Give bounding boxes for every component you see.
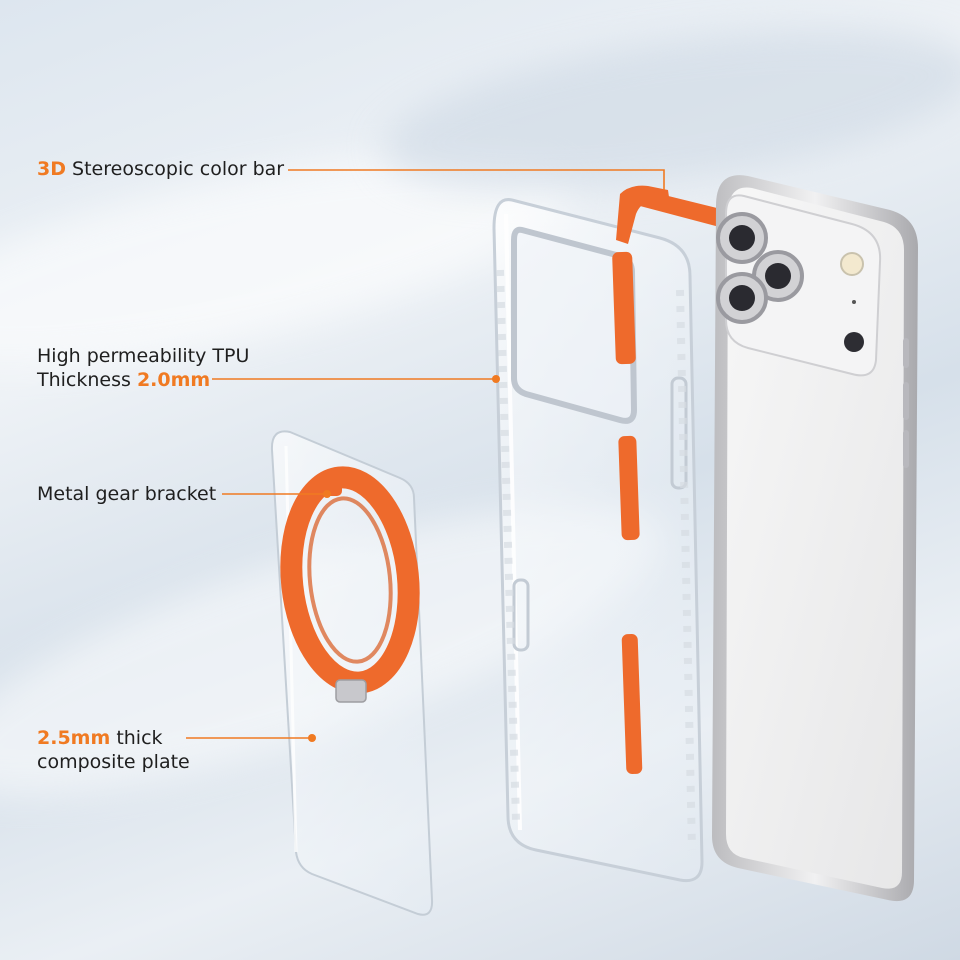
color-bar-text: Stereoscopic color bar [72,158,285,180]
bracket-callout-dot [323,490,331,498]
plate-callout: 2.5mm thick composite plate [37,726,190,774]
tpu-thickness-label: Thickness [37,369,131,391]
bracket-text: Metal gear bracket [37,483,217,505]
tpu-callout: High permeability TPU Thickness 2.0mm [37,344,249,392]
bracket-callout: Metal gear bracket [37,482,216,506]
color-bar-callout: 3D Stereoscopic color bar [37,157,284,181]
plate-line-1: 2.5mm thick [37,726,190,750]
color-bar-leader-line [288,169,665,190]
metal-gear-bracket [280,466,420,703]
plate-line-2: composite plate [37,751,190,773]
plate-thick-word: thick [116,727,163,749]
clear-tpu-case [492,198,704,883]
tpu-line-2: Thickness 2.0mm [37,368,249,392]
callout-lines [186,169,665,739]
plate-callout-dot [308,734,316,742]
color-bar-accent: 3D [37,158,66,180]
tpu-line-1: High permeability TPU [37,345,250,367]
phone [712,175,918,902]
callout-dots [308,375,500,742]
tpu-thickness-value: 2.0mm [136,369,211,391]
plate-thickness-value: 2.5mm [37,727,111,749]
tpu-callout-dot [492,375,500,383]
